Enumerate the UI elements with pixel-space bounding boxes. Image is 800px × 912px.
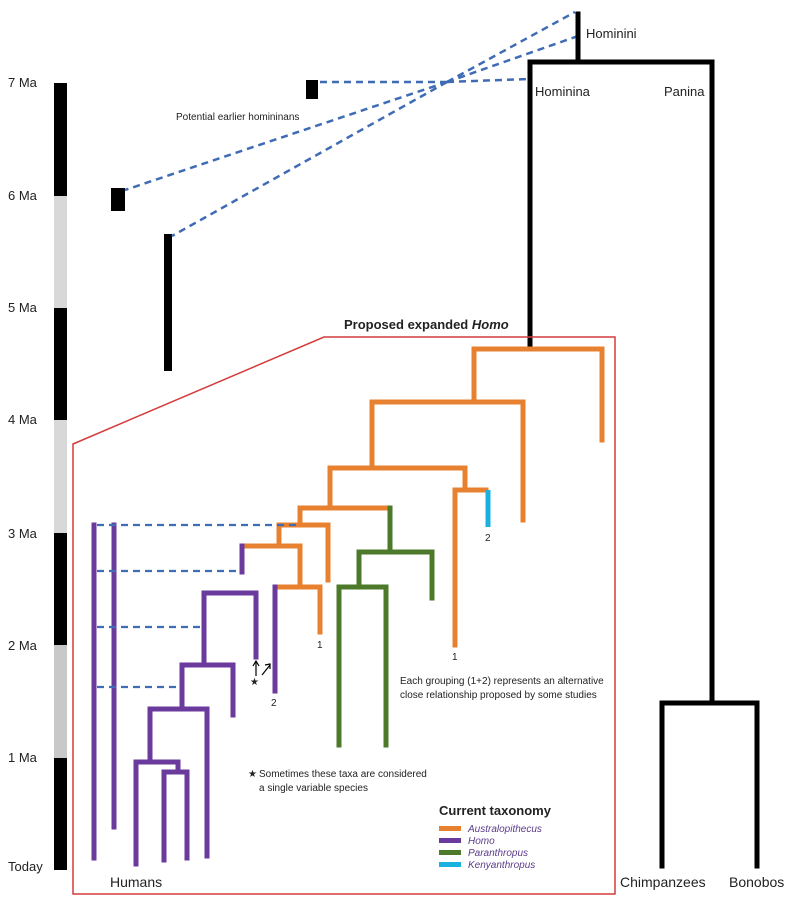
star-marker: ★ xyxy=(250,677,259,688)
homo-branches xyxy=(91,522,278,867)
time-label-6ma: 6 Ma xyxy=(8,188,38,203)
time-label-today: Today xyxy=(8,859,43,874)
legend-label-homo: Homo xyxy=(468,836,495,847)
note-earlier-hominins: Potential earlier homininans xyxy=(176,112,299,123)
legend-swatch-kenyanthropus xyxy=(439,862,461,867)
time-label-3ma: 3 Ma xyxy=(8,526,38,541)
legend-swatch-homo xyxy=(439,838,461,843)
note-star-line1: Sometimes these taxa are considered xyxy=(259,769,427,780)
marker-1-australopithecus-b: 1 xyxy=(452,652,458,663)
clade-label-hominina: Hominina xyxy=(535,84,591,99)
time-label-4ma: 4 Ma xyxy=(8,412,38,427)
fossil-bar-c xyxy=(164,234,172,371)
legend-label-kenyanthropus: Kenyanthropus xyxy=(468,860,535,871)
star-arrows xyxy=(252,659,271,676)
expanded-homo-box xyxy=(72,336,616,895)
australopithecus-branches xyxy=(239,346,605,648)
marker-2-homo: 2 xyxy=(271,698,277,709)
dashed-links-earlier xyxy=(124,10,579,238)
tip-label-chimpanzees: Chimpanzees xyxy=(620,874,706,890)
note-grouping-line1: Each grouping (1+2) represents an altern… xyxy=(400,676,604,687)
box-title-genus: Homo xyxy=(472,317,509,332)
paranthropus-branches xyxy=(336,505,435,748)
tip-label-humans: Humans xyxy=(110,874,162,890)
legend: Current taxonomy Australopithecus Homo P… xyxy=(439,803,552,871)
fossil-bar-a xyxy=(306,80,318,99)
time-label-5ma: 5 Ma xyxy=(8,300,38,315)
clade-label-hominini: Hominini xyxy=(586,26,637,41)
time-label-7ma: 7 Ma xyxy=(8,75,38,90)
main-tree xyxy=(527,11,760,869)
earlier-fossil-bars xyxy=(111,80,318,371)
legend-swatch-australopithecus xyxy=(439,826,461,831)
note-grouping-line2: close relationship proposed by some stud… xyxy=(400,690,597,701)
box-title-prefix: Proposed expanded xyxy=(344,317,472,332)
time-labels: 7 Ma 6 Ma 5 Ma 4 Ma 3 Ma 2 Ma 1 Ma Today xyxy=(8,75,43,874)
fossil-bar-b xyxy=(111,188,125,211)
legend-title: Current taxonomy xyxy=(439,803,552,818)
dashed-links-homo xyxy=(97,523,300,689)
marker-1-australopithecus-a: 1 xyxy=(317,640,323,651)
legend-swatch-paranthropus xyxy=(439,850,461,855)
box-title: Proposed expanded Homo xyxy=(344,317,509,332)
time-scale-bar xyxy=(54,83,67,870)
marker-2-kenyanthropus: 2 xyxy=(485,533,491,544)
legend-label-australopithecus: Australopithecus xyxy=(467,824,542,835)
time-label-1ma: 1 Ma xyxy=(8,750,38,765)
note-star-symbol: ★ xyxy=(248,769,257,780)
legend-label-paranthropus: Paranthropus xyxy=(468,848,528,859)
note-star-line2: a single variable species xyxy=(259,783,368,794)
tip-label-bonobos: Bonobos xyxy=(729,874,784,890)
time-label-2ma: 2 Ma xyxy=(8,638,38,653)
clade-label-panina: Panina xyxy=(664,84,705,99)
